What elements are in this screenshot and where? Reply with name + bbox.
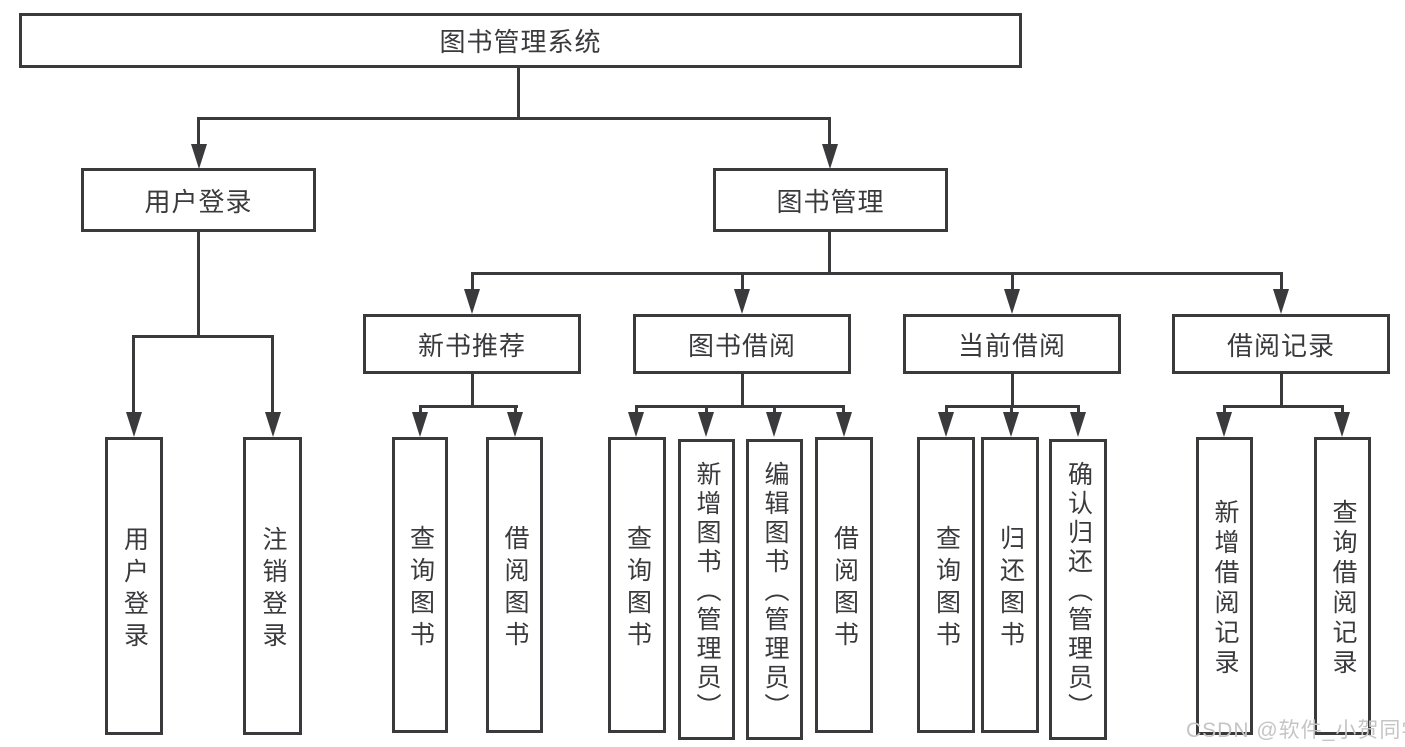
leaf-query-books-recommend: 查询图书 [392, 437, 448, 733]
connector-arrowhead [507, 412, 523, 437]
connector-arrowhead [822, 144, 838, 169]
leaf-return-books: 归还图书 [981, 437, 1039, 733]
connector-line [197, 117, 200, 147]
connector-arrowhead [1216, 412, 1232, 437]
connector-line [1223, 405, 1226, 414]
connector-arrowhead [126, 412, 142, 437]
connector-line [635, 405, 638, 414]
node-book-borrowing: 图书借阅 [633, 314, 851, 374]
connector-arrowhead [464, 289, 480, 314]
node-current-borrowing: 当前借阅 [903, 314, 1121, 374]
connector-arrowhead [734, 289, 750, 314]
node-label: 当前借阅 [957, 330, 1066, 361]
node-book-management: 图书管理 [713, 168, 948, 232]
connector-arrowhead [1003, 412, 1019, 437]
node-label: 用户登录 [120, 525, 149, 654]
node-label: 新增借阅记录 [1211, 498, 1239, 679]
connector-arrowhead [766, 412, 782, 437]
leaf-add-borrow-record: 新增借阅记录 [1196, 437, 1253, 735]
node-label: 归还图书 [996, 524, 1025, 653]
node-label: 查询借阅记录 [1329, 498, 1357, 679]
node-user-login: 用户登录 [81, 168, 316, 232]
connector-arrowhead [1273, 289, 1289, 314]
node-label: 借阅记录 [1226, 330, 1335, 361]
connector-line [705, 405, 708, 414]
connector-line [773, 405, 776, 414]
connector-line [471, 272, 474, 291]
node-label: 确认归还（管理员） [1064, 461, 1093, 722]
connector-arrowhead [1070, 412, 1086, 437]
connector-line [1341, 405, 1344, 414]
leaf-user-login: 用户登录 [105, 437, 163, 735]
connector-line [419, 405, 422, 414]
leaf-query-borrow-record: 查询借阅记录 [1314, 437, 1371, 735]
connector-arrowhead [836, 412, 852, 437]
connector-line [419, 405, 518, 408]
connector-arrowhead [412, 412, 428, 437]
connector-arrowhead [698, 412, 714, 437]
connector-line [635, 405, 845, 408]
node-label: 借阅图书 [501, 524, 529, 653]
connector-arrowhead [265, 412, 281, 437]
connector-line [197, 232, 200, 337]
connector-line [945, 405, 948, 414]
watermark: CSDN @软件_小贺同学 [1186, 719, 1405, 742]
connector-arrowhead [1004, 289, 1020, 314]
connector-arrowhead [938, 412, 954, 437]
node-label: 注销登录 [259, 525, 287, 654]
connector-line [741, 374, 744, 407]
node-label: 图书管理 [776, 186, 885, 217]
connector-line [1011, 272, 1014, 291]
node-library-system: 图书管理系统 [19, 13, 1022, 68]
connector-arrowhead [191, 144, 207, 169]
connector-arrowhead [628, 412, 644, 437]
connector-line [741, 272, 744, 291]
connector-line [828, 232, 831, 274]
connector-line [133, 335, 274, 338]
leaf-borrow-books-borrowing: 借阅图书 [815, 437, 873, 733]
leaf-query-books-current: 查询图书 [917, 437, 975, 733]
node-label: 新书推荐 [417, 330, 526, 361]
node-label: 查询图书 [932, 524, 961, 653]
connector-line [1077, 405, 1080, 414]
connector-line [1280, 272, 1283, 291]
connector-line [271, 335, 274, 413]
node-label: 借阅图书 [830, 524, 859, 653]
connector-line [842, 405, 845, 414]
connector-line [1011, 374, 1014, 407]
node-new-book-recommend: 新书推荐 [363, 314, 581, 374]
node-label: 图书借阅 [687, 330, 796, 361]
leaf-borrow-books-recommend: 借阅图书 [486, 437, 543, 733]
connector-line [517, 68, 520, 119]
node-label: 查询图书 [406, 524, 435, 653]
leaf-add-books-admin: 新增图书（管理员） [678, 439, 735, 740]
connector-line [1010, 405, 1013, 414]
connector-line [1280, 374, 1283, 407]
connector-line [1223, 405, 1344, 408]
leaf-confirm-return-admin: 确认归还（管理员） [1049, 439, 1107, 740]
connector-line [471, 272, 1283, 275]
connector-line [471, 374, 474, 407]
node-borrow-records: 借阅记录 [1172, 314, 1390, 374]
leaf-logout-login: 注销登录 [243, 437, 302, 735]
node-label: 用户登录 [144, 186, 253, 217]
connector-line [198, 117, 831, 120]
node-label: 查询图书 [623, 524, 652, 653]
node-label: 图书管理系统 [439, 27, 602, 57]
node-label: 编辑图书（管理员） [761, 461, 789, 722]
node-label: 新增图书（管理员） [693, 461, 721, 722]
connector-line [828, 117, 831, 147]
leaf-query-books-borrowing: 查询图书 [608, 437, 666, 733]
leaf-edit-books-admin: 编辑图书（管理员） [746, 439, 803, 740]
connector-line [514, 405, 517, 414]
connector-line [132, 335, 135, 413]
connector-arrowhead [1334, 412, 1350, 437]
